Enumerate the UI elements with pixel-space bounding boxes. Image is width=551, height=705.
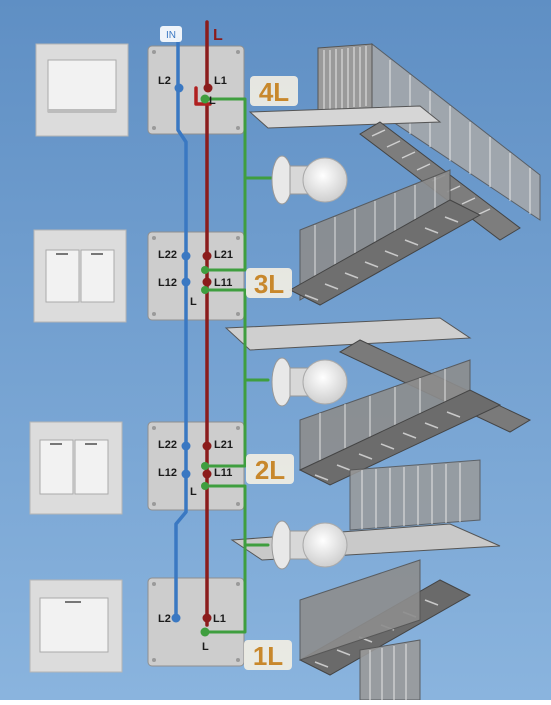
flight-3 — [288, 199, 482, 306]
landing-4 — [248, 105, 442, 129]
terminal-label: L21 — [214, 439, 233, 451]
landing-3 — [224, 317, 472, 351]
rocker-button[interactable] — [47, 59, 117, 113]
terminal-label: L — [202, 641, 209, 653]
rocker-left-button[interactable] — [45, 249, 80, 303]
terminal-label: L — [209, 95, 216, 107]
input-live-label: L — [213, 27, 223, 44]
live-wire-loop-4 — [194, 86, 212, 106]
module-4-terminal-labels: L2 L1 L — [158, 75, 227, 107]
switch-plate-1[interactable] — [29, 579, 123, 673]
light-bulb-icon[interactable] — [271, 155, 348, 205]
staircase-illustration — [224, 42, 541, 701]
terminal-label: L2 — [158, 613, 171, 625]
switch-plates — [29, 43, 129, 673]
terminal-label: L22 — [158, 439, 177, 451]
switch-plate-4[interactable] — [35, 43, 129, 137]
terminal-label: L21 — [214, 249, 233, 261]
floor-label-2: 2L — [255, 455, 285, 485]
terminal-label: L2 — [158, 75, 171, 87]
input-neutral-label: IN — [166, 30, 176, 41]
terminal-dots — [171, 83, 213, 637]
floor-label-4: 4L — [259, 77, 289, 107]
floor-label-1: 1L — [253, 641, 283, 671]
rocker-button[interactable] — [39, 597, 109, 653]
light-bulb-icon[interactable] — [271, 357, 348, 407]
wires — [174, 20, 282, 634]
terminal-label: L1 — [214, 75, 227, 87]
rocker-right-button[interactable] — [74, 439, 109, 495]
floor-label-3: 3L — [254, 269, 284, 299]
rocker-right-button[interactable] — [80, 249, 115, 303]
switched-wire-2-1 — [203, 484, 270, 634]
terminal-label: L — [190, 296, 197, 308]
module-1-terminal-labels: L2 L1 L — [158, 613, 226, 653]
lamps — [271, 155, 348, 570]
terminal-label: L11 — [214, 467, 232, 479]
module-3-terminal-labels: L22 L21 L12 L11 L — [158, 249, 233, 308]
terminal-label: L22 — [158, 249, 177, 261]
terminal-label: L12 — [158, 277, 177, 289]
terminal-label: L1 — [213, 613, 226, 625]
module-2-terminal-labels: L22 L21 L12 L11 L — [158, 439, 233, 498]
switched-wire-3-2 — [203, 288, 270, 468]
terminal-label: L12 — [158, 467, 177, 479]
terminal-label: L11 — [214, 277, 232, 289]
module-3 — [147, 231, 245, 321]
switch-plate-2[interactable] — [29, 421, 123, 515]
neutral-wire — [174, 36, 188, 617]
rocker-left-button[interactable] — [39, 439, 74, 495]
input-labels: IN L — [160, 26, 223, 44]
terminal-label: L — [190, 486, 197, 498]
light-bulb-icon[interactable] — [271, 520, 348, 570]
floor-labels: 4L 3L 2L 1L — [244, 76, 298, 671]
switch-plate-3[interactable] — [33, 229, 127, 323]
